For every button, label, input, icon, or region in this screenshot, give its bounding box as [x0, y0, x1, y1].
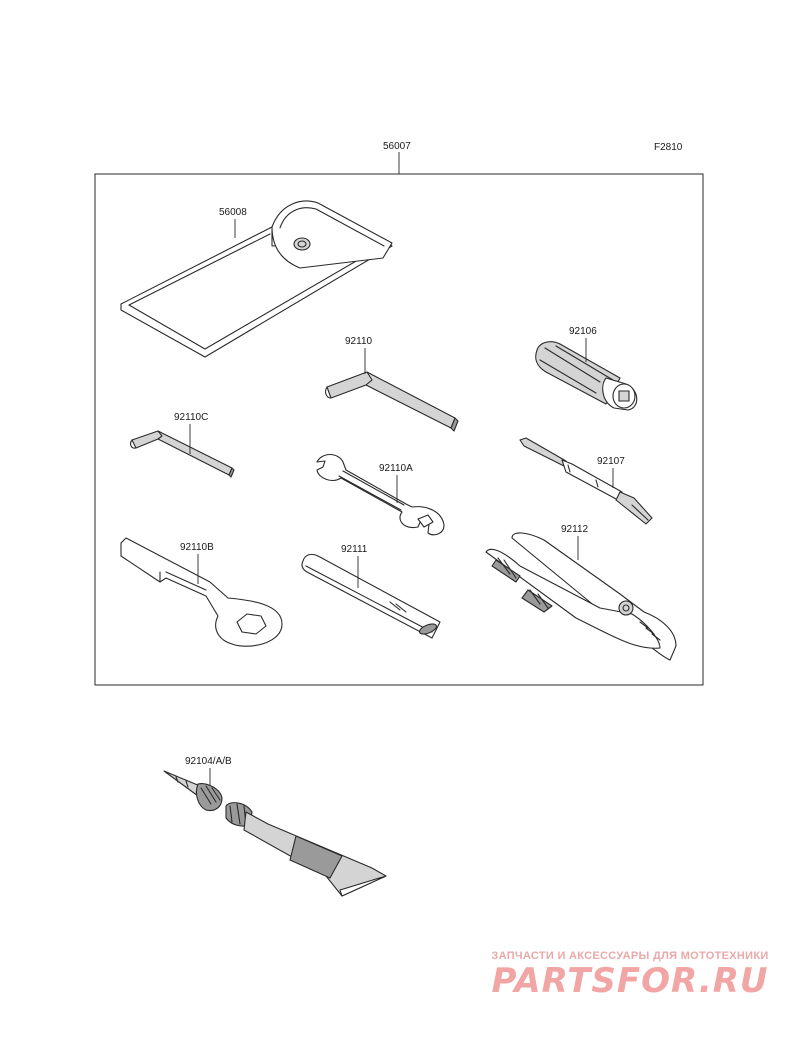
hex-key-large-drawing[interactable]	[325, 371, 459, 432]
open-wrench-label: 92110A	[379, 463, 413, 474]
pliers-label: 92112	[561, 524, 589, 535]
tire-repair-kit-label: 92104/A/B	[185, 756, 232, 767]
hex-key-large-label: 92110	[345, 336, 373, 347]
kit-label: 56007	[383, 141, 411, 152]
case-label: 56008	[219, 207, 247, 218]
tool-kit-frame	[94, 173, 704, 686]
screwdriver-bit-label: 92107	[597, 456, 625, 467]
tire-repair-kit-drawing[interactable]	[163, 770, 387, 897]
extension-bar-label: 92111	[341, 544, 368, 555]
figure-code: F2810	[654, 142, 683, 153]
watermark: ЗАПЧАСТИ И АКСЕССУАРЫ ДЛЯ МОТОТЕХНИКИ PA…	[470, 950, 790, 1000]
extension-bar-drawing[interactable]	[301, 553, 441, 639]
watermark-logo: PARTSFOR.RU	[491, 961, 769, 1001]
watermark-tagline: ЗАПЧАСТИ И АКСЕССУАРЫ ДЛЯ МОТОТЕХНИКИ	[491, 950, 769, 962]
hex-key-small-drawing[interactable]	[130, 430, 235, 478]
hex-key-small-label: 92110C	[174, 412, 208, 423]
ring-wrench-label: 92110B	[180, 542, 214, 553]
screwdriver-handle-drawing[interactable]	[535, 341, 638, 411]
ring-wrench-drawing[interactable]	[120, 537, 283, 647]
open-wrench-drawing[interactable]	[316, 453, 445, 536]
pliers-drawing[interactable]	[485, 532, 677, 661]
screwdriver-bit-drawing[interactable]	[519, 437, 653, 525]
screwdriver-handle-label: 92106	[569, 326, 597, 337]
tool-case-drawing[interactable]	[120, 200, 393, 358]
